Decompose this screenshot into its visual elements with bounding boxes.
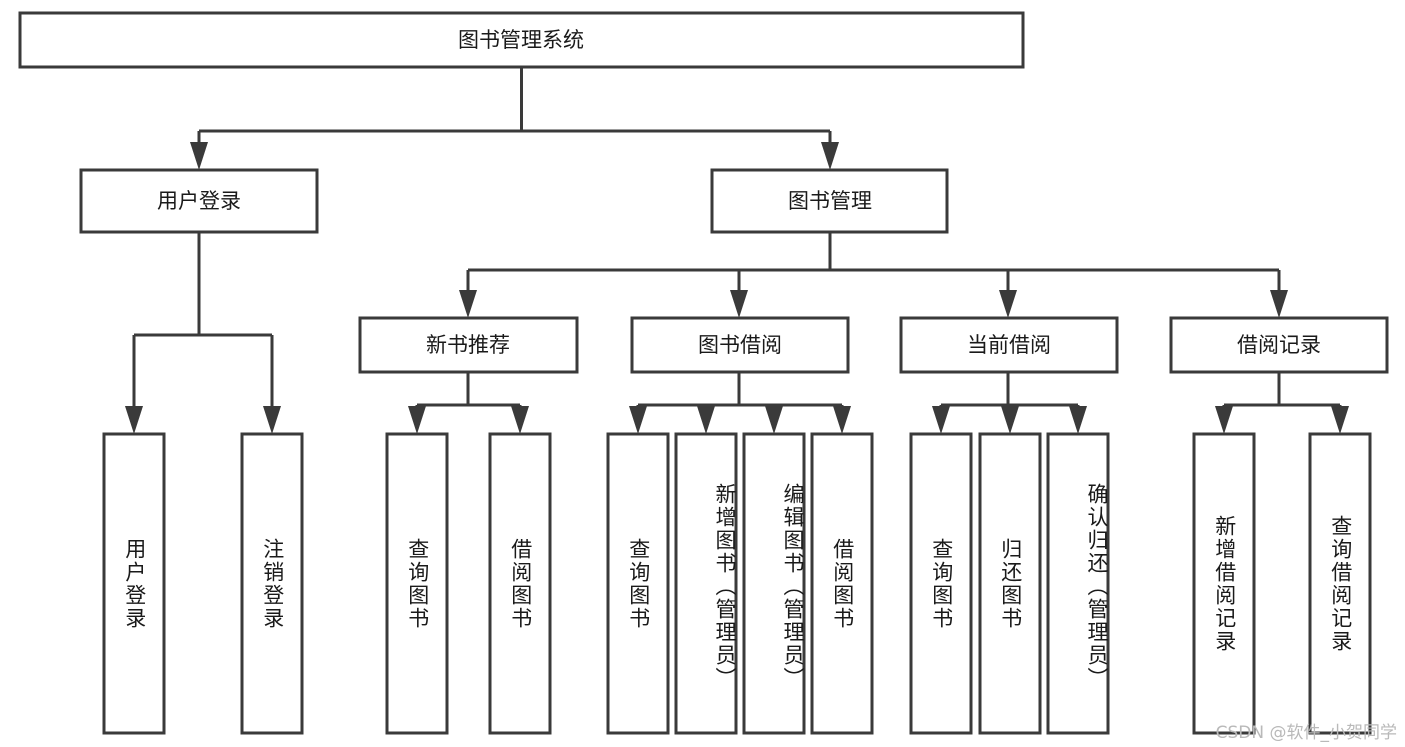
connector-group-root (190, 67, 839, 170)
arrow-borrow-record-child-2 (1331, 406, 1349, 434)
connector-group-current-borrow (932, 372, 1087, 434)
arrow-book-borrow-child-1 (629, 406, 647, 434)
node-box-leaf-current-borrow-3[interactable] (1046, 432, 1110, 735)
arrow-current-borrow-child-1 (932, 406, 950, 434)
arrow-book-borrow-child-3 (765, 406, 783, 434)
arrow-book-mgmt-child-4 (1270, 290, 1288, 318)
connector-group-book-borrow (629, 372, 851, 434)
arrow-current-borrow-child-2 (1001, 406, 1019, 434)
arrow-book-borrow-child-2 (697, 406, 715, 434)
node-box-leaf-new-book-2[interactable] (488, 432, 552, 735)
connector-group-new-book (408, 372, 529, 434)
node-label-new-book-recommend: 新书推荐 (426, 333, 510, 357)
connector-group-book-mgmt (459, 232, 1288, 318)
node-box-leaf-current-borrow-2[interactable] (978, 432, 1042, 735)
arrow-user-login-child-1 (125, 406, 143, 434)
node-box-book-mgmt[interactable] (710, 168, 949, 234)
node-label-root: 图书管理系统 (458, 28, 584, 52)
arrow-current-borrow-child-3 (1069, 406, 1087, 434)
connector-group-borrow-record (1215, 372, 1349, 434)
arrow-book-mgmt-child-3 (999, 290, 1017, 318)
node-box-leaf-borrow-record-1[interactable] (1192, 432, 1256, 735)
node-box-leaf-user-login-1[interactable] (102, 432, 166, 735)
arrow-book-mgmt-child-2 (730, 290, 748, 318)
arrow-root-to-user-login (190, 142, 208, 170)
arrow-book-borrow-child-4 (833, 406, 851, 434)
node-box-book-borrow[interactable] (630, 316, 850, 374)
connector-group-user-login (125, 232, 281, 434)
node-box-root[interactable] (18, 11, 1025, 69)
node-box-leaf-book-borrow-2[interactable] (674, 432, 738, 735)
node-box-leaf-new-book-1[interactable] (385, 432, 449, 735)
arrow-new-book-child-2 (511, 406, 529, 434)
node-box-leaf-book-borrow-1[interactable] (606, 432, 670, 735)
node-box-user-login[interactable] (79, 168, 319, 234)
node-box-leaf-borrow-record-2[interactable] (1308, 432, 1372, 735)
node-box-leaf-book-borrow-4[interactable] (810, 432, 874, 735)
node-label-user-login: 用户登录 (157, 189, 241, 213)
node-label-borrow-record: 借阅记录 (1237, 333, 1321, 357)
node-box-new-book-recommend[interactable] (358, 316, 579, 374)
arrow-borrow-record-child-1 (1215, 406, 1233, 434)
arrow-book-mgmt-child-1 (459, 290, 477, 318)
arrow-root-to-book-mgmt (821, 142, 839, 170)
node-label-current-borrow: 当前借阅 (967, 333, 1051, 357)
node-box-leaf-book-borrow-3[interactable] (742, 432, 806, 735)
node-box-borrow-record[interactable] (1169, 316, 1389, 374)
node-box-current-borrow[interactable] (899, 316, 1119, 374)
node-box-leaf-user-login-2[interactable] (240, 432, 304, 735)
node-label-book-mgmt: 图书管理 (788, 189, 872, 213)
node-box-leaf-current-borrow-1[interactable] (909, 432, 973, 735)
arrow-new-book-child-1 (408, 406, 426, 434)
node-label-book-borrow: 图书借阅 (698, 333, 782, 357)
arrow-user-login-child-2 (263, 406, 281, 434)
